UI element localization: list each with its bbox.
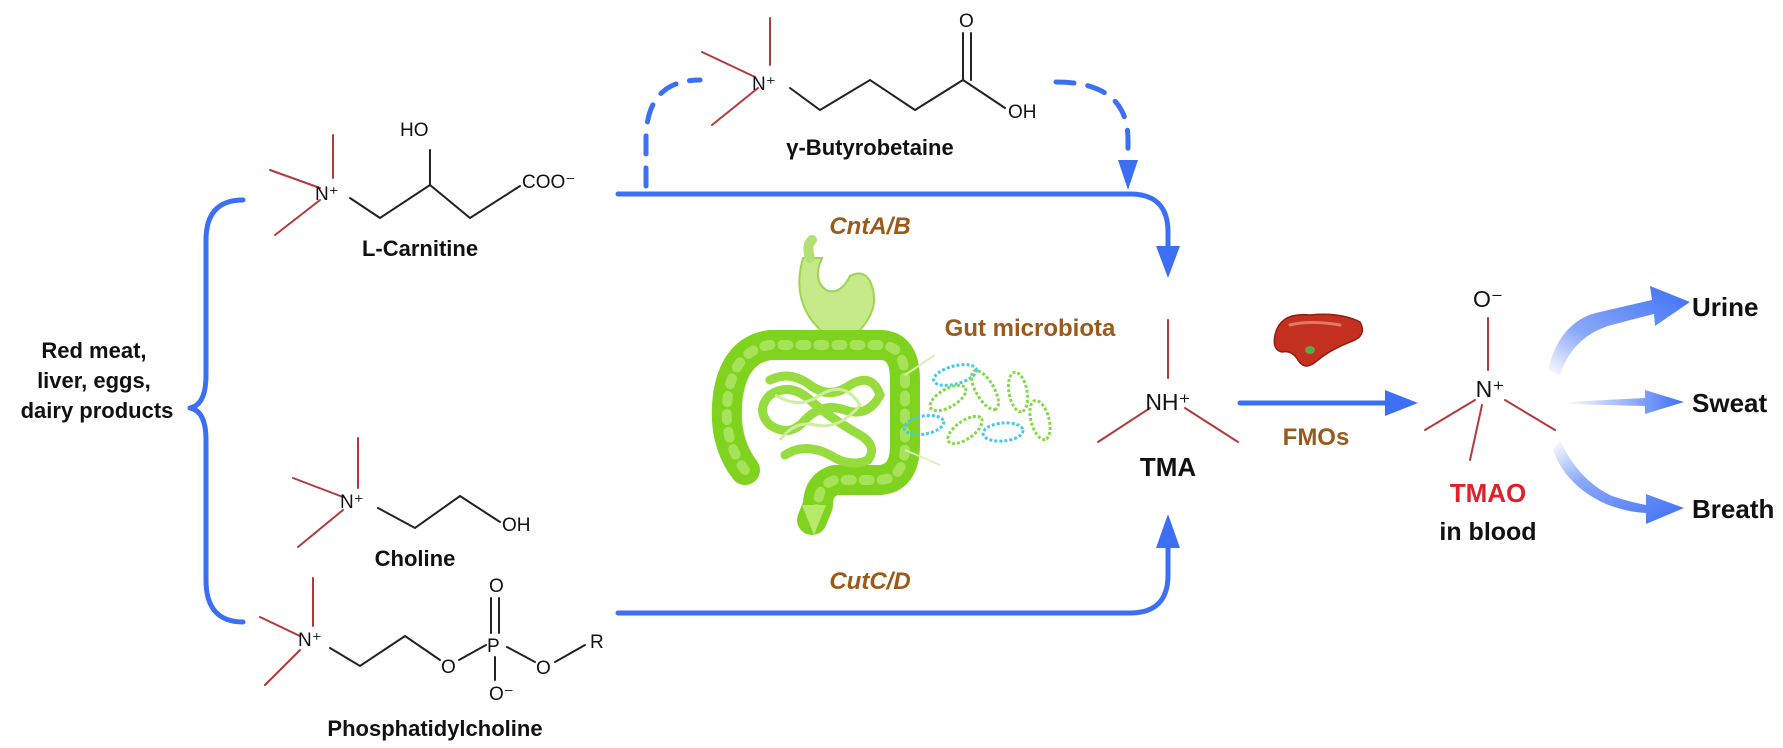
phosphatidylcholine-structure: N⁺ O P O O⁻ O R Phosphatidylcholine bbox=[259, 576, 604, 741]
breath-label: Breath bbox=[1692, 494, 1774, 524]
bacteria-icon bbox=[902, 363, 1052, 446]
cut-arrowhead bbox=[1156, 514, 1180, 548]
choline-label: Choline bbox=[375, 546, 456, 571]
gut-microbiota-label: Gut microbiota bbox=[945, 315, 1116, 342]
fmo-arrowhead bbox=[1385, 390, 1418, 416]
carnitine-ho: HO bbox=[400, 120, 429, 141]
butyrobetaine-oh: OH bbox=[1008, 102, 1037, 123]
pc-p: P bbox=[487, 636, 500, 657]
carnitine-n-plus: N⁺ bbox=[315, 184, 339, 205]
butyrobetaine-arrowhead bbox=[1118, 160, 1138, 190]
food-source-group: Red meat, liver, eggs, dairy products bbox=[21, 197, 246, 625]
excretion-arrows bbox=[1548, 286, 1690, 524]
tmao-o-minus: O⁻ bbox=[1473, 286, 1503, 312]
sweat-label: Sweat bbox=[1692, 388, 1767, 418]
butyrobetaine-n-plus: N⁺ bbox=[752, 74, 776, 95]
phosphatidylcholine-label: Phosphatidylcholine bbox=[327, 716, 542, 741]
butyrobetaine-o: O bbox=[959, 11, 974, 32]
tmao-label: TMAO bbox=[1450, 478, 1527, 508]
fmo-step: FMOs bbox=[1237, 313, 1418, 451]
l-carnitine-structure: N⁺ HO COO⁻ L-Carnitine bbox=[269, 120, 575, 261]
pc-o1: O bbox=[441, 657, 456, 678]
liver-icon bbox=[1273, 313, 1364, 367]
butyrobetaine-dashed-arrow-right bbox=[1053, 79, 1131, 163]
pc-o-top: O bbox=[489, 576, 504, 597]
fmo-enzyme-label: FMOs bbox=[1283, 424, 1350, 451]
cnt-arrowhead bbox=[1156, 246, 1180, 278]
breath-arrow bbox=[1553, 440, 1684, 524]
pc-o-minus: O⁻ bbox=[489, 684, 514, 705]
choline-structure: N⁺ OH Choline bbox=[292, 437, 531, 571]
choline-n-plus: N⁺ bbox=[340, 492, 364, 513]
tmao-location-label: in blood bbox=[1439, 518, 1536, 546]
pc-o2: O bbox=[536, 658, 551, 679]
cut-arrow-line bbox=[615, 542, 1171, 616]
choline-oh: OH bbox=[502, 515, 531, 536]
urine-arrow bbox=[1548, 286, 1690, 375]
urine-label: Urine bbox=[1692, 292, 1758, 322]
tmao-n-plus: N⁺ bbox=[1476, 376, 1505, 402]
tma-nh-plus: NH⁺ bbox=[1145, 389, 1190, 415]
cnt-arrow-line bbox=[615, 191, 1171, 251]
cut-pathway: CutC/D bbox=[615, 514, 1180, 616]
butyrobetaine-dashed-arrow bbox=[643, 77, 703, 189]
carnitine-label: L-Carnitine bbox=[362, 236, 478, 261]
tmao-structure: O⁻ N⁺ TMAO in blood bbox=[1424, 286, 1556, 546]
cnt-pathway: CntA/B bbox=[615, 77, 1180, 278]
carnitine-coo: COO⁻ bbox=[522, 172, 575, 193]
tma-label: TMA bbox=[1140, 452, 1197, 482]
food-source-label: Red meat, liver, eggs, dairy products bbox=[21, 338, 174, 423]
butyrobetaine-label: γ-Butyrobetaine bbox=[786, 135, 953, 160]
cut-enzyme-label: CutC/D bbox=[829, 568, 910, 595]
tma-structure: NH⁺ TMA bbox=[1097, 319, 1239, 482]
gut-icon bbox=[711, 235, 941, 535]
pc-n-plus: N⁺ bbox=[298, 630, 322, 651]
sweat-arrow bbox=[1565, 390, 1684, 414]
cnt-enzyme-label: CntA/B bbox=[829, 213, 910, 240]
pc-r: R bbox=[590, 632, 604, 653]
source-brace bbox=[187, 197, 246, 625]
butyrobetaine-structure: N⁺ O OH γ-Butyrobetaine bbox=[701, 11, 1037, 160]
